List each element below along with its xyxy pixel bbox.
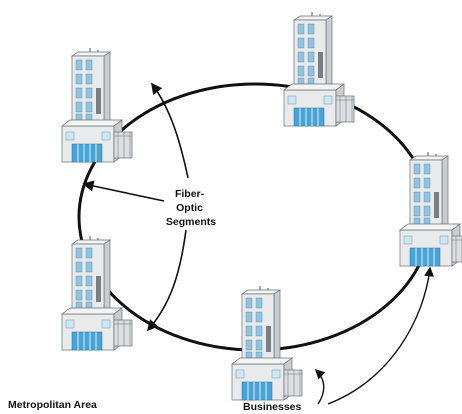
segment-label-line-2: Optic xyxy=(176,202,203,214)
businesses-arrow-short xyxy=(314,368,326,405)
area-label: Metropolitan Area xyxy=(8,399,97,411)
segment-arrow-lower xyxy=(146,229,187,332)
businesses-arrow-long xyxy=(327,266,434,405)
building-left xyxy=(61,235,133,351)
segment-label-line-1: Fiber- xyxy=(175,188,205,200)
building-right xyxy=(399,151,462,267)
building-bottom xyxy=(231,285,303,401)
building-top-left xyxy=(61,47,133,163)
segment-label-line-3: Segments xyxy=(166,216,216,228)
segment-label: Fiber- Optic Segments xyxy=(166,188,216,228)
segment-arrow-left xyxy=(82,180,165,202)
businesses-label: Businesses xyxy=(243,401,302,413)
segment-arrow-upper xyxy=(150,82,189,179)
building-top-right xyxy=(283,11,355,127)
